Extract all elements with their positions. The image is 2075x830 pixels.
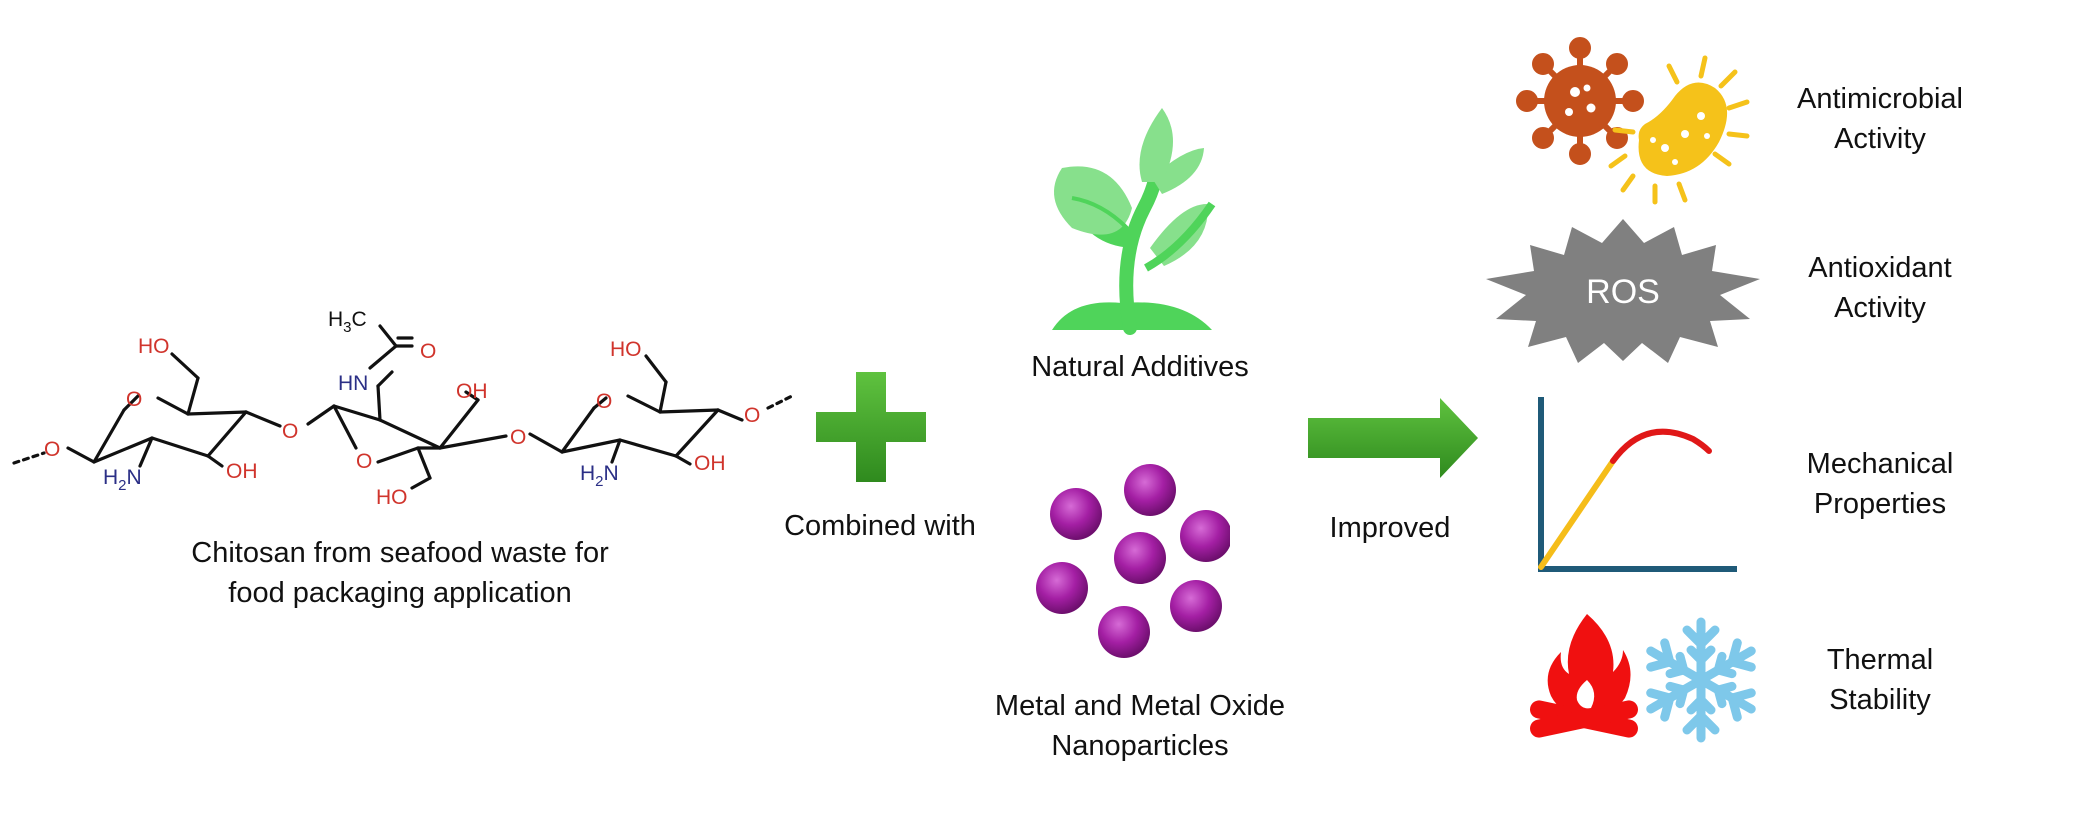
nanoparticles-label: Metal and Metal Oxide Nanoparticles [940, 686, 1340, 766]
ros-text: ROS [1586, 273, 1660, 311]
property-label-thermal: Thermal Stability [1750, 640, 2010, 720]
property-line2: Activity [1834, 123, 1926, 155]
oxygen-label: O [282, 420, 298, 443]
property-line1: Antioxidant [1808, 252, 1952, 284]
nanoparticle [1098, 606, 1150, 658]
property-line2: Stability [1829, 684, 1931, 716]
nanoparticle [1050, 488, 1102, 540]
oxygen-label: O [744, 404, 760, 427]
property-label-antimicrobial: Antimicrobial Activity [1750, 79, 2010, 159]
hydroxyl-label: OH [694, 452, 726, 475]
stress-strain-graph-icon [1538, 397, 1737, 572]
property-line1: Thermal [1826, 644, 1934, 676]
chitosan-caption-line1: Chitosan from seafood waste for [191, 537, 609, 569]
oxygen-label: O [420, 340, 436, 363]
plant-icon [1052, 108, 1216, 335]
methyl-label: H3C [328, 308, 367, 336]
virus-icon [1516, 37, 1644, 165]
property-line2: Activity [1834, 292, 1926, 324]
property-line1: Antimicrobial [1797, 83, 1963, 115]
amide-nitrogen-label: HN [338, 372, 368, 395]
bacteria-icon [1608, 55, 1750, 205]
amine-label: H2N [103, 466, 142, 494]
ros-burst-icon: ROS [1486, 219, 1760, 363]
fire-snowflake-icon [1530, 614, 1756, 743]
chitosan-caption-line2: food packaging application [228, 577, 572, 609]
hydroxyl-label: OH [456, 380, 488, 403]
chitosan-structure: O O HO H2N OH O H3C O HN OH O HO O O HO … [12, 308, 794, 509]
hydroxyl-label: HO [610, 338, 642, 361]
right-arrow-icon [1308, 398, 1478, 478]
virus-bacteria-icon [1516, 37, 1750, 205]
nanoparticle [1180, 510, 1230, 562]
oxygen-label: O [126, 388, 142, 411]
amine-label: H2N [580, 462, 619, 490]
nanoparticle [1114, 532, 1166, 584]
snowflake-icon [1646, 617, 1756, 743]
improved-label: Improved [1329, 512, 1451, 544]
nanoparticle [1170, 580, 1222, 632]
hydroxyl-label: HO [138, 335, 170, 358]
natural-additives-label: Natural Additives [1031, 351, 1249, 383]
oxygen-label: O [510, 426, 526, 449]
elastic-region-line [1538, 458, 1616, 570]
nanoparticles-label-line2: Nanoparticles [1051, 730, 1229, 762]
property-label-antioxidant: Antioxidant Activity [1750, 248, 2010, 328]
oxygen-label: O [596, 390, 612, 413]
chitosan-caption: Chitosan from seafood waste for food pac… [100, 533, 700, 613]
hydroxyl-label: OH [226, 460, 258, 483]
nanoparticles-label-line1: Metal and Metal Oxide [994, 690, 1286, 722]
nanoparticles-icon [1036, 464, 1230, 658]
nanoparticle [1124, 464, 1176, 516]
combined-with-label: Combined with [784, 510, 976, 542]
oxygen-label: O [356, 450, 372, 473]
fire-icon [1530, 614, 1638, 738]
plastic-region-curve [1610, 428, 1712, 464]
property-line2: Properties [1813, 488, 1947, 520]
hydroxyl-label: HO [376, 486, 408, 509]
nanoparticle [1036, 562, 1088, 614]
plus-icon [816, 372, 926, 482]
property-line1: Mechanical [1806, 448, 1954, 480]
property-label-mechanical: Mechanical Properties [1750, 444, 2010, 524]
oxygen-label: O [44, 438, 60, 461]
